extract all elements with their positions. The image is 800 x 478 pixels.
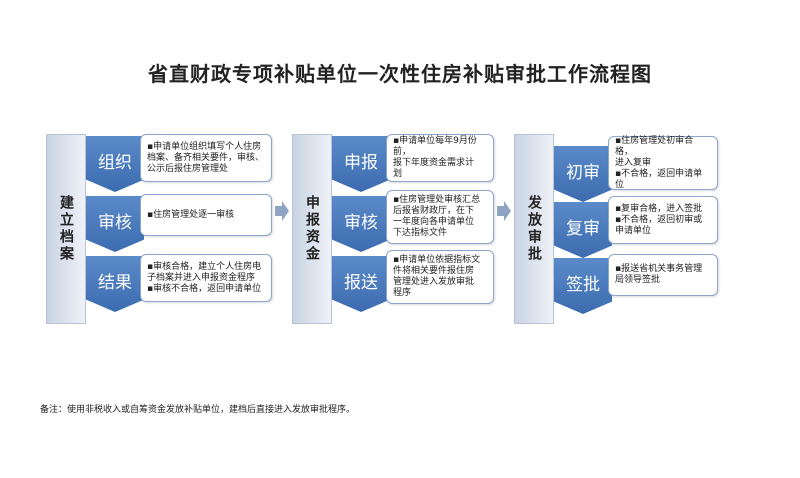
step-chevron: 复审 — [554, 202, 612, 258]
step-label: 申报 — [344, 152, 378, 173]
description-line: 进入复审 — [615, 157, 652, 168]
column-header-archive: 建立档案 — [46, 134, 86, 324]
description-line: 后报省财政厅，在下 — [393, 206, 475, 216]
step-chevron: 结果 — [86, 256, 144, 312]
description-line: 报下年度资金需求计 — [393, 158, 475, 168]
arrow-right-icon — [275, 201, 289, 221]
description-line: 划 — [393, 169, 403, 179]
step-label: 初审 — [566, 162, 600, 183]
step-label: 审核 — [344, 212, 378, 233]
arrow-right-icon — [497, 201, 511, 221]
column-header-label: 发放审批 — [526, 195, 542, 263]
description-line: 子档案并进入申报资金程序 — [147, 272, 256, 283]
description-line: ▪申请单位组织填写个人住房 — [147, 141, 262, 152]
description-line: 公示后报住房管理处 — [147, 163, 229, 174]
description-line: ▪住房管理处审核汇总 — [393, 195, 481, 205]
column-header-funding: 申报资金 — [292, 134, 332, 324]
step-description: ▪申请单位每年9月份前， 报下年度资金需求计 划 — [386, 134, 494, 182]
description-line: ▪申请单位每年9月份前， — [393, 136, 477, 157]
step-label: 组织 — [98, 152, 132, 173]
description-line: ▪不合格，返回申请单 — [615, 168, 703, 179]
step-description: ▪报送省机关事务管理 局领导签批 — [608, 254, 718, 296]
description-line: ▪住房管理处初审合格， — [615, 135, 694, 157]
step-label: 报送 — [344, 272, 378, 293]
step-chevron: 签批 — [554, 258, 612, 314]
description-line: 位 — [615, 179, 625, 190]
step-label: 审核 — [98, 212, 132, 233]
description-line: 局领导签批 — [615, 275, 661, 285]
description-line: 程序 — [393, 288, 412, 298]
step-description: ▪住房管理处初审合格， 进入复审 ▪不合格，返回申请单 位 — [608, 136, 718, 190]
column-header-approval: 发放审批 — [514, 134, 554, 324]
step-label: 签批 — [566, 274, 600, 295]
step-description: ▪申请单位依据指标文 件将相关要件报住房 管理处进入发放审批 程序 — [386, 250, 494, 304]
description-line: ▪审核合格，建立个人住房电 — [147, 261, 262, 272]
step-chevron: 组织 — [86, 136, 144, 192]
description-line: ▪不合格，返回初审或 — [615, 214, 703, 225]
description-line: ▪住房管理处逐一审核 — [147, 209, 235, 220]
column-header-label: 申报资金 — [304, 195, 320, 263]
step-chevron: 申报 — [332, 136, 390, 192]
step-label: 结果 — [98, 272, 132, 293]
description-line: 下达指标文件 — [393, 228, 448, 238]
step-description: ▪审核合格，建立个人住房电 子档案并进入申报资金程序 ▪审核不合格，返回申请单位 — [140, 254, 272, 302]
step-chevron: 初审 — [554, 146, 612, 202]
description-line: ▪申请单位依据指标文 — [393, 255, 481, 265]
step-chevron: 审核 — [86, 196, 144, 252]
step-description: ▪住房管理处审核汇总 后报省财政厅，在下 一年度向各申请单位 下达指标文件 — [386, 190, 494, 244]
step-description: ▪住房管理处逐一审核 — [140, 194, 272, 236]
step-description: ▪复审合格，进入签批 ▪不合格，返回初审或 申请单位 — [608, 196, 718, 244]
description-line: 申请单位 — [615, 225, 652, 236]
step-label: 复审 — [566, 218, 600, 239]
page-title: 省直财政专项补贴单位一次性住房补贴审批工作流程图 — [148, 62, 652, 86]
description-line: 件将相关要件报住房 — [393, 266, 475, 276]
description-line: ▪复审合格，进入签批 — [615, 203, 703, 214]
step-chevron: 报送 — [332, 256, 390, 312]
description-line: 档案、备齐相关要件，审核、 — [147, 152, 265, 163]
description-line: 管理处进入发放审批 — [393, 277, 475, 287]
description-line: ▪报送省机关事务管理 — [615, 264, 703, 274]
step-description: ▪申请单位组织填写个人住房 档案、备齐相关要件，审核、 公示后报住房管理处 — [140, 134, 272, 182]
column-header-label: 建立档案 — [58, 195, 74, 263]
description-line: ▪审核不合格，返回申请单位 — [147, 283, 262, 294]
description-line: 一年度向各申请单位 — [393, 217, 475, 227]
step-chevron: 审核 — [332, 196, 390, 252]
footnote: 备注：使用非税收入或自筹资金发放补贴单位，建档后直接进入发放审批程序。 — [40, 405, 356, 415]
